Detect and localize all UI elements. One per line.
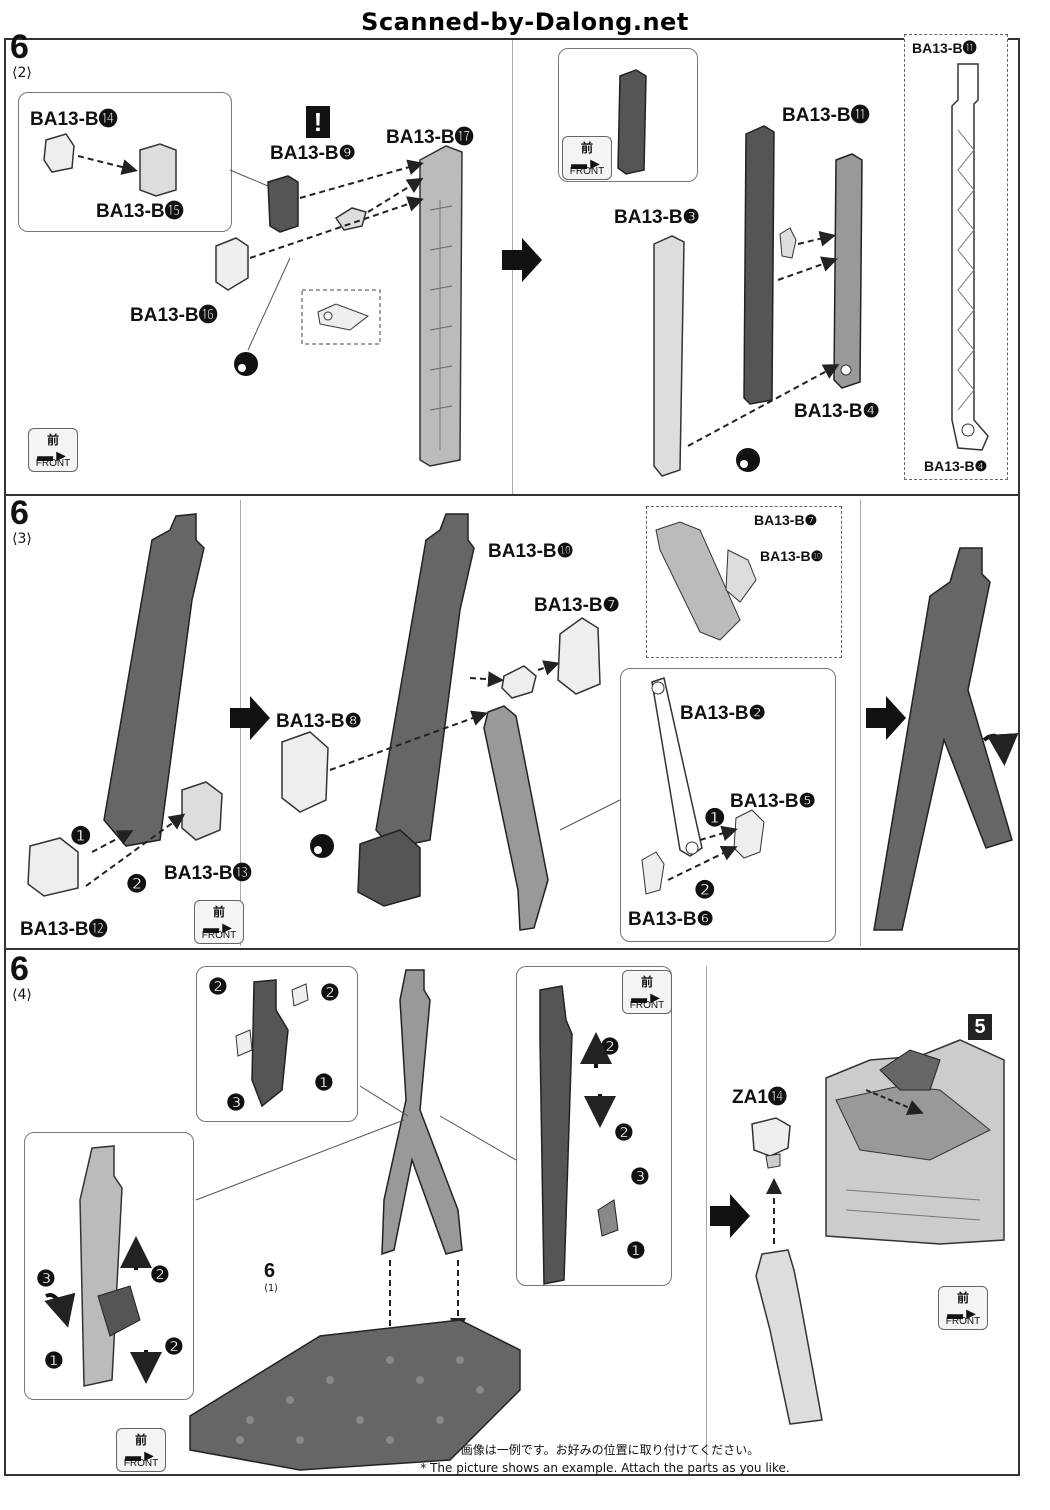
part-shield-plate: [215, 237, 249, 291]
part-dark-block: [267, 175, 299, 233]
step-number: 6: [10, 494, 29, 532]
part-label: BA13-B⓬: [20, 919, 108, 940]
part-label: BA13-B❷: [680, 703, 766, 724]
step-subnumber: ⟨4⟩: [12, 987, 32, 1003]
callout-box: [620, 668, 836, 942]
part-label: BA13-B⓫: [912, 40, 977, 56]
front-badge: 前 ▬► FRONT: [28, 428, 78, 472]
part-socket-block: [139, 143, 177, 197]
order-number: ❷: [694, 877, 716, 904]
part-label: BA13-B⓯: [96, 201, 184, 222]
part-small-block: [43, 133, 75, 173]
watermark: Scanned-by-Dalong.net: [361, 8, 689, 36]
part-label: BA13-B❿: [488, 541, 574, 562]
step-number: 6: [10, 950, 29, 988]
step-reference-5: 5: [968, 1014, 992, 1040]
step-subnumber: ⟨2⟩: [12, 65, 32, 81]
part-label: BA13-B❺: [730, 791, 816, 812]
order-number: ❷: [150, 1262, 170, 1287]
order-number: ❶: [314, 1070, 334, 1095]
part-label: BA13-B⓰: [130, 305, 218, 326]
caution-icon: !: [306, 106, 330, 138]
order-number: ❷: [208, 974, 228, 999]
order-number: ❷: [320, 980, 340, 1005]
order-number: ❸: [226, 1090, 246, 1115]
part-label: BA13-B❼: [534, 595, 620, 616]
next-arrow-icon: [502, 238, 542, 282]
part-label: BA13-B⓫: [782, 105, 870, 126]
part-label: BA13-B⓮: [30, 109, 118, 130]
part-label: BA13-B❽: [276, 711, 362, 732]
order-number: ❶: [44, 1348, 64, 1373]
order-number: ❷: [126, 871, 148, 898]
step-subnumber: ⟨3⟩: [12, 531, 32, 547]
part-long-pole: [419, 145, 463, 467]
part-label: BA13-B❹: [794, 401, 880, 422]
part-label: BA13-B❻: [628, 909, 714, 930]
part-label: BA13-B⓭: [164, 863, 252, 884]
note-jp: ※画像は一例です。お好みの位置に取り付けてください。: [450, 1443, 760, 1457]
front-badge: 前 ▬► FRONT: [116, 1428, 166, 1472]
note-en: * The picture shows an example. Attach t…: [420, 1461, 790, 1475]
part-label: BA13-B❸: [614, 207, 700, 228]
order-number: ❷: [614, 1120, 634, 1145]
callout-box: [196, 966, 358, 1122]
part-label: BA13-B⓱: [386, 127, 474, 148]
front-badge: 前 ▬► FRONT: [938, 1286, 988, 1330]
part-label: BA13-B❼: [754, 512, 818, 528]
part-label: BA13-B❹: [924, 458, 988, 474]
cement-icon: [234, 352, 258, 376]
front-badge: 前 ▬► FRONT: [562, 136, 612, 180]
step-number: 6: [10, 28, 29, 66]
part-label: BA13-B❾: [270, 143, 356, 164]
order-number: ❷: [164, 1334, 184, 1359]
part-label: ZA1⓮: [732, 1087, 787, 1108]
order-number: ❶: [626, 1238, 646, 1263]
order-number: ❸: [630, 1164, 650, 1189]
front-badge: 前 ▬► FRONT: [194, 900, 244, 944]
panel-divider: [706, 966, 707, 1466]
step-reference: 6 ⟨1⟩: [264, 1260, 279, 1294]
order-number: ❸: [36, 1266, 56, 1291]
front-badge: 前 ▬► FRONT: [622, 970, 672, 1014]
order-number: ❶: [70, 823, 92, 850]
order-number: ❶: [704, 805, 726, 832]
panel-divider: [860, 500, 861, 946]
part-label: BA13-B❿: [760, 548, 824, 564]
